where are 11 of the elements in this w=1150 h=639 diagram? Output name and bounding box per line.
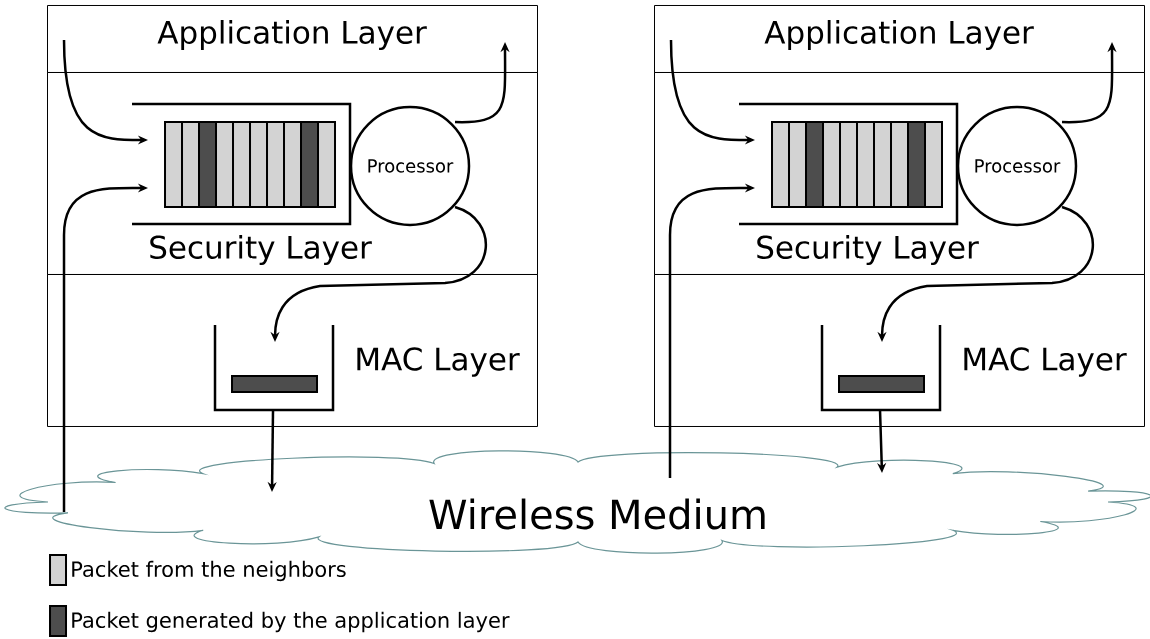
mac-queue [820, 325, 942, 412]
layer-band: Application Layer [47, 5, 538, 73]
cloud: Wireless Medium [4, 450, 1150, 554]
layer-band: Application Layer [654, 5, 1145, 73]
mac-queue [213, 325, 335, 412]
packet-queue [739, 102, 959, 226]
layer-band: MAC Layer [654, 274, 1145, 427]
packet-queue [132, 102, 352, 226]
layer-band: MAC Layer [47, 274, 538, 427]
legend-text: Packet generated by the application layer [72, 611, 510, 633]
legend-text: Packet from the neighbors [72, 560, 346, 582]
